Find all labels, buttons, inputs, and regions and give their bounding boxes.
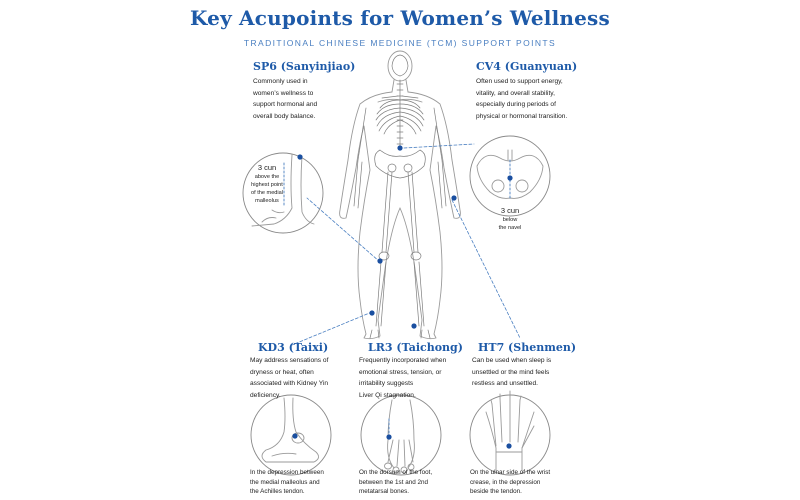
kd3-location: In the depression between the medial mal…	[250, 468, 360, 497]
marker-lr3-inset	[386, 434, 392, 440]
page-subtitle: TRADITIONAL CHINESE MEDICINE (TCM) SUPPO…	[243, 38, 557, 48]
ht7-inset	[469, 390, 551, 476]
inset-distance: 3 cun	[500, 206, 520, 215]
desc-line: support hormonal and	[253, 101, 318, 108]
lr3-description: Frequently incorporated when emotional s…	[359, 355, 467, 401]
marker-ht7-inset	[506, 443, 512, 449]
desc-line: dryness or heat, often	[250, 368, 314, 376]
ht7-name: HT7 (Shenmen)	[478, 341, 577, 354]
desc-line: Liver Qi stagnation.	[359, 391, 416, 399]
desc-line: May address sensations of	[250, 357, 329, 364]
desc-line: Commonly used in	[253, 78, 308, 85]
kd3-inset	[250, 394, 332, 476]
cv4-inset-caption: 3 cun below the navel	[488, 206, 532, 232]
desc-line: Often used to support energy,	[476, 78, 563, 85]
location-line: metatarsal bones.	[359, 488, 410, 495]
location-line: beside the tendon.	[470, 488, 522, 495]
desc-line: deficiency.	[250, 391, 281, 399]
marker-sp6-body	[377, 258, 383, 264]
location-line: On the dorsum of the foot,	[359, 469, 433, 476]
kd3-description: May address sensations of dryness or hea…	[250, 355, 350, 401]
desc-line: Can be used when sleep is	[472, 357, 552, 364]
acupoint-markers	[292, 145, 513, 449]
lr3-location: On the dorsum of the foot, between the 1…	[359, 468, 469, 497]
location-line: In the depression between	[250, 469, 324, 476]
marker-kd3-inset	[292, 433, 298, 439]
marker-ht7-body	[451, 195, 457, 201]
lr3-name: LR3 (Taichong)	[368, 341, 463, 354]
inset-caption-line: highest point	[251, 182, 283, 188]
desc-line: physical or hormonal transition.	[476, 112, 568, 120]
sp6-inset-caption: 3 cun above the highest point of the med…	[244, 163, 290, 205]
inset-caption-line: above the	[254, 174, 280, 180]
lr3-inset	[360, 394, 442, 476]
marker-kd3-body	[369, 310, 375, 316]
inset-caption-line: of the medial	[250, 190, 284, 196]
sp6-description: Commonly used in women’s wellness to sup…	[253, 76, 363, 122]
desc-line: vitality, and overall stability,	[476, 89, 555, 97]
desc-line: irritability suggests	[359, 380, 414, 387]
location-line: crease, in the depression	[470, 478, 541, 486]
desc-line: emotional stress, tension, or	[359, 368, 442, 376]
inset-caption-line: below	[502, 217, 518, 223]
desc-line: unsettled or the mind feels	[472, 368, 550, 376]
inset-caption-line: the navel	[498, 225, 522, 231]
location-line: between the 1st and 2nd	[359, 478, 428, 486]
desc-line: women’s wellness to	[253, 89, 314, 97]
marker-sp6-inset	[297, 154, 303, 160]
sp6-name: SP6 (Sanyinjiao)	[253, 60, 356, 73]
desc-line: overall body balance.	[253, 112, 316, 120]
ht7-location: On the ulnar side of the wrist crease, i…	[470, 468, 582, 497]
leader-lines	[291, 143, 521, 346]
inset-caption-line: malleolus	[255, 198, 279, 204]
marker-cv4-inset	[507, 175, 513, 181]
marker-cv4-body	[397, 145, 403, 151]
cv4-name: CV4 (Guanyuan)	[476, 60, 578, 73]
inset-distance: 3 cun	[257, 163, 277, 172]
marker-lr3-body	[411, 323, 417, 329]
skeleton	[353, 54, 447, 339]
page-title: Key Acupoints for Women’s Wellness	[190, 6, 610, 30]
location-line: the Achilles tendon.	[250, 488, 305, 495]
kd3-name: KD3 (Taixi)	[258, 341, 329, 354]
desc-line: restless and unsettled.	[472, 380, 538, 387]
location-line: the medial malleolus and	[250, 478, 320, 486]
desc-line: especially during periods of	[476, 101, 556, 108]
cv4-description: Often used to support energy, vitality, …	[476, 76, 596, 122]
ht7-description: Can be used when sleep is unsettled or t…	[472, 355, 582, 390]
desc-line: associated with Kidney Yin	[250, 380, 329, 387]
location-line: On the ulnar side of the wrist	[470, 469, 551, 476]
desc-line: Frequently incorporated when	[359, 357, 447, 364]
sp6-inset	[242, 152, 324, 234]
